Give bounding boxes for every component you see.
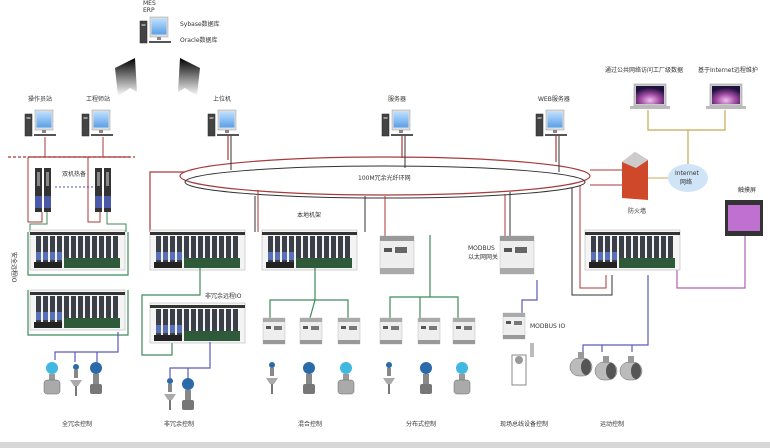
radar-level-icon [70, 364, 82, 396]
fiber-ring-black [184, 165, 586, 199]
internet-link [647, 110, 726, 165]
internet-label: Internet [675, 170, 699, 177]
touchscreen-icon [725, 200, 763, 236]
server1-link [27, 157, 43, 223]
mes-label: MES [143, 0, 156, 7]
host-computer-icon [207, 109, 240, 137]
firewall-ring-link [590, 169, 625, 186]
ring-drop-motion-rack-red [579, 186, 607, 289]
local-rack [261, 229, 358, 271]
mixed-io-module-3 [337, 317, 361, 345]
erp-label: ERP [143, 7, 155, 14]
modbus-link [521, 280, 538, 313]
distributed-gateway [379, 235, 415, 275]
mixed-io-module-2 [299, 317, 323, 345]
sybase-label: Sybase数据库 [180, 20, 220, 28]
server-computer-icon [381, 109, 414, 137]
ring-drop-motion-rack [571, 188, 613, 296]
distributed-io-module-3 [452, 317, 476, 345]
server2-fieldbus [106, 212, 127, 232]
vortex-flowmeter-icon [594, 355, 618, 381]
ring-to-rack-link [149, 171, 185, 232]
radar-level-icon [266, 362, 278, 394]
engineer-station-label: 工程师站 [86, 95, 110, 103]
mixed-fieldbus [269, 268, 349, 319]
distributed-fieldbus [389, 235, 459, 318]
server1-fieldbus [29, 212, 48, 232]
arrow-up-left-icon [115, 58, 137, 96]
internet-label-line2: 网络 [680, 178, 692, 186]
bottom-border [0, 442, 770, 448]
ring-network-label: 100M冗余光纤环网 [358, 174, 411, 182]
flowmeter-icon [43, 361, 61, 395]
fieldbus-valve-icon [511, 343, 534, 386]
modbus-gateway-label-2: 以太网网关 [468, 253, 498, 261]
internet-maintenance-label: 基于Internet远程维护 [698, 66, 758, 74]
radar-level-icon [164, 378, 176, 410]
web-server-computer-icon [535, 109, 568, 137]
redundant-rack-1 [29, 229, 126, 271]
flowmeter-icon [337, 361, 355, 395]
category-label: 非冗余控制 [164, 420, 194, 428]
maintenance-laptop-icon [705, 83, 747, 110]
server2-link [87, 157, 101, 223]
mixed-io-module-1 [262, 317, 286, 345]
magnetic-flowmeter-icon [569, 351, 593, 377]
modbus-gateway-label-1: MODBUS [468, 245, 495, 252]
firewall-label: 防火墙 [628, 207, 646, 215]
web-server-label: WEB服务器 [538, 95, 570, 103]
nonredundant-io-label: 非冗余远程IO [205, 292, 242, 300]
pressure-transmitter-icon [182, 378, 194, 410]
redundant-rack-2 [29, 289, 126, 331]
category-label: 分布式控制 [406, 420, 436, 428]
pressure-transmitter-icon [303, 362, 315, 394]
distributed-io-module-1 [379, 317, 403, 345]
motion-instrument-bus [582, 275, 649, 352]
redundant-instrument-bus [54, 332, 119, 362]
safety-io-fieldbus [27, 232, 129, 336]
hmi-link [676, 236, 746, 289]
operator-station-label: 操作员站 [28, 95, 52, 103]
safety-remote-io-label: 安全远程IO [10, 252, 18, 283]
nonredundant-main-rack [149, 229, 246, 271]
hot-standby-server-2-icon [95, 168, 111, 212]
engineer-station-computer-icon [81, 109, 114, 137]
oracle-label: Oracle数据库 [180, 36, 218, 44]
radar-level-icon [383, 362, 395, 394]
nonredundant-fieldbus [141, 268, 201, 356]
magnetic-flowmeter-icon [619, 355, 643, 381]
motion-control-rack [584, 229, 681, 271]
category-label: 现场总线设备控制 [500, 420, 548, 428]
category-label: 运动控制 [600, 420, 624, 428]
nonredundant-remote-rack [149, 302, 246, 344]
internet-cloud-icon [668, 164, 708, 192]
hot-standby-server-1-icon [35, 168, 51, 212]
operator-station-computer-icon [24, 109, 57, 137]
mes-erp-computer-icon [139, 16, 172, 44]
flowmeter-icon [453, 361, 471, 395]
nonredundant-instrument-bus [169, 342, 211, 378]
hot-standby-label: 双机热备 [62, 170, 86, 178]
local-rack-label: 本地机架 [297, 211, 321, 219]
fiber-ring-red [179, 156, 591, 196]
pressure-transmitter-icon [90, 362, 102, 394]
touchscreen-label: 触摸屏 [738, 186, 756, 194]
public-access-laptop-icon [629, 83, 671, 110]
modbus-io-module [502, 312, 526, 340]
public-access-label: 通过公共网络访问工厂级数据 [605, 66, 683, 74]
arrow-up-right-icon [178, 58, 200, 96]
category-label: 全冗余控制 [62, 420, 92, 428]
server-label: 服务器 [388, 95, 406, 103]
firewall-icon [622, 152, 648, 200]
modbus-io-label: MODBUS IO [530, 323, 566, 330]
distributed-io-module-2 [417, 317, 441, 345]
category-label: 混合控制 [298, 420, 322, 428]
modbus-ethernet-gateway [499, 235, 535, 275]
pressure-transmitter-icon [420, 362, 432, 394]
host-label: 上位机 [213, 95, 231, 103]
